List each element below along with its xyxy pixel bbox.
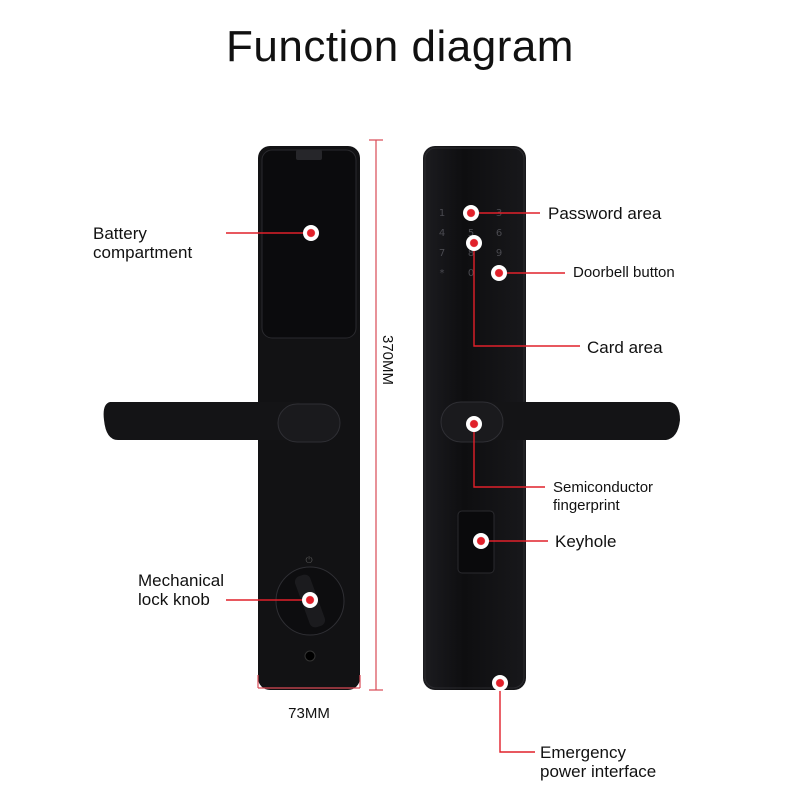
front-panel [423, 146, 680, 690]
battery-cover [261, 149, 357, 339]
keypad-key: 7 [439, 248, 445, 259]
keypad-key: 6 [496, 228, 502, 239]
height-dimension-label: 370MM [379, 335, 396, 385]
front-handle [470, 402, 680, 440]
svg-text:⏻: ⏻ [305, 555, 312, 566]
callout-lines [226, 212, 580, 753]
back-panel: ⏻ [103, 146, 360, 690]
keypad-key: 9 [496, 248, 502, 259]
dot-battery [303, 225, 319, 241]
doorbell-button-label: Doorbell button [573, 264, 675, 281]
dot-keyhole [473, 533, 489, 549]
width-dimension-label: 73MM [288, 705, 330, 722]
keyhole-label: Keyhole [555, 532, 617, 551]
dot-card [466, 235, 482, 251]
emergency-power-interface-label: Emergency power interface [540, 743, 657, 781]
keypad-key: 0 [468, 268, 474, 279]
dot-password [463, 205, 479, 221]
dot-mechanical [302, 592, 318, 608]
back-handle [103, 402, 300, 440]
keypad-key: 8 [468, 248, 474, 259]
dimension-lines [257, 139, 383, 691]
callout-dots [302, 205, 508, 691]
mechanical-lock-knob-label: Mechanical lock knob [138, 571, 224, 609]
keypad-key: 4 [439, 228, 445, 239]
password-area-label: Password area [548, 204, 662, 223]
keypad-key: 1 [439, 208, 445, 219]
dot-doorbell [491, 265, 507, 281]
page-title: Function diagram [226, 22, 574, 71]
dot-fingerprint [466, 416, 482, 432]
keypad-key: 5 [468, 228, 474, 239]
semiconductor-fingerprint-label: Semiconductor fingerprint [553, 479, 654, 514]
dot-emergency [492, 675, 508, 691]
keypad-key: * [440, 268, 445, 279]
card-area-label: Card area [587, 338, 663, 357]
battery-compartment-label: Battery compartment [93, 224, 193, 262]
